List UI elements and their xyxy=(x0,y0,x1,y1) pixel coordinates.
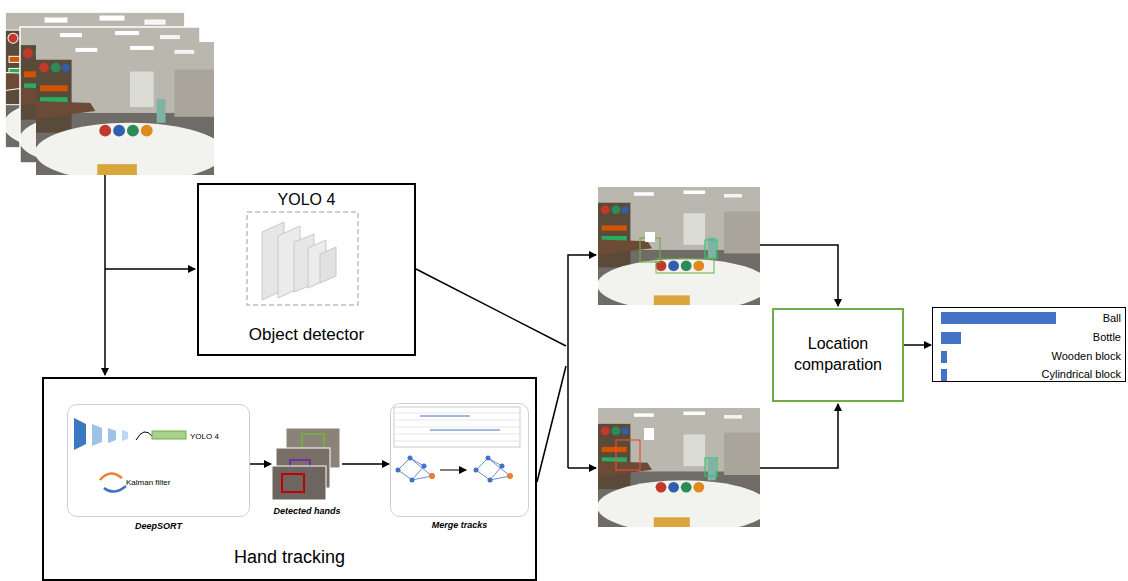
node-label: Wooden block xyxy=(1051,350,1121,363)
process-box: Location comparation xyxy=(772,308,904,402)
deepsort-art xyxy=(74,418,186,492)
hands-image xyxy=(272,426,342,502)
detection-frames xyxy=(597,187,770,533)
input-frames xyxy=(4,12,225,182)
arrow-connector xyxy=(904,344,931,346)
node-label: YOLO 4 xyxy=(199,191,414,209)
panel-box: YOLO 4Kalman filterDeepSORT xyxy=(67,404,250,517)
node-label: Bottle xyxy=(1093,331,1121,344)
node-label: Kalman filter xyxy=(126,478,170,487)
node-label: DeepSORT xyxy=(68,521,249,531)
node-label: Location comparation xyxy=(782,334,894,376)
cnn-layers xyxy=(247,212,358,305)
node-label: Detected hands xyxy=(272,506,342,516)
node-label: Merge tracks xyxy=(391,520,528,530)
node-label: Hand tracking xyxy=(44,547,535,568)
merge-tracks-art xyxy=(394,407,520,483)
group-box: Hand tracking YOLO 4 Kalman filterDeepSORT… xyxy=(42,377,537,581)
node-label: YOLO 4 xyxy=(190,432,219,441)
node-label: Object detector xyxy=(199,325,414,345)
node-label: Cylindrical block xyxy=(1042,368,1121,381)
panel-box: Merge tracks xyxy=(390,403,529,517)
image-node: Detected hands xyxy=(272,426,342,502)
arrow-connector xyxy=(342,463,389,465)
flow-lines xyxy=(105,175,838,482)
node-label: Ball xyxy=(1103,312,1121,325)
chart-box: BallBottleWooden blockCylindrical block xyxy=(932,307,1126,382)
process-box: YOLO 4 Object detector xyxy=(197,183,416,356)
arrow-connector xyxy=(250,463,271,465)
